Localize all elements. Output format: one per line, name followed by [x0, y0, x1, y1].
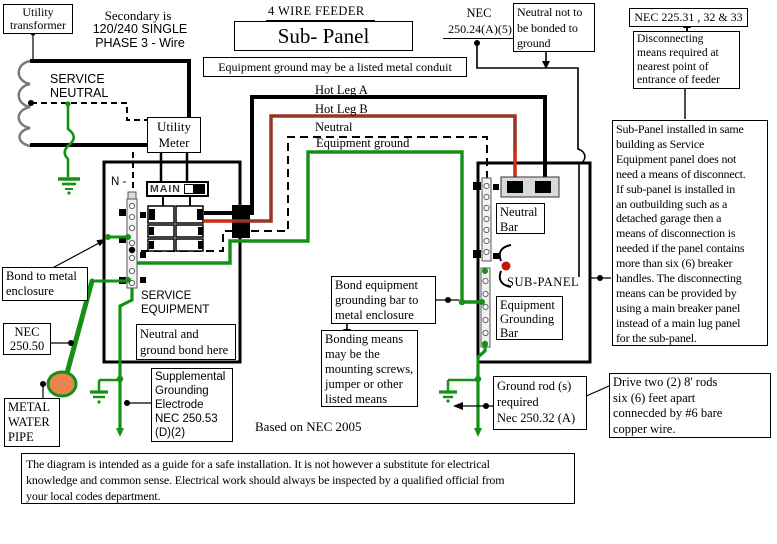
- supplemental-electrode-note: Supplemental Grounding Electrode NEC 250…: [151, 368, 233, 442]
- floating-neutral-wire: [474, 40, 586, 277]
- neutral-label: Neutral: [315, 120, 353, 134]
- branch-breakers: [147, 205, 204, 252]
- service-equipment-label: SERVICE EQUIPMENT: [141, 290, 210, 316]
- main-breaker-label: MAIN: [150, 183, 181, 195]
- bond-equipment-note: Bond equipment grounding bar to metal en…: [331, 276, 436, 324]
- insulator-dot: [501, 261, 511, 271]
- disclaimer-note: The diagram is intended as a guide for a…: [21, 453, 575, 504]
- equipment-ground-wire: [132, 150, 481, 304]
- service-grounding-electrode-wire: [90, 288, 134, 437]
- four-wire-feeder-label: 4 WIRE FEEDER: [266, 4, 375, 21]
- equipment-ground-label: Equipment ground: [316, 136, 410, 150]
- nec-250-50-ref: NEC 250.50: [3, 323, 51, 355]
- sub-neutral-bar: [473, 177, 499, 262]
- metal-water-pipe-shape: [46, 370, 78, 398]
- main-breaker-handle-on: [193, 184, 205, 194]
- utility-transformer-label: Utility transformer: [3, 4, 73, 34]
- sub-panel-disconnect-note: Sub-Panel installed in same building as …: [612, 120, 768, 346]
- neutral-n-label: N -: [111, 176, 127, 188]
- hot-leg-a-label: Hot Leg A: [315, 83, 368, 97]
- service-neutral-ground-bar: [119, 191, 146, 289]
- feeder-neutral-dashed-wire: [141, 136, 488, 252]
- nec-225-ref: NEC 225.31 , 32 & 33: [629, 8, 748, 27]
- hot-leg-b-label: Hot Leg B: [315, 102, 368, 116]
- main-breaker-leads: [162, 197, 191, 206]
- main-breaker-handle-off: [183, 184, 194, 194]
- left-arrow-icon: [453, 402, 463, 410]
- secondary-intro-label: Secondary is: [104, 8, 172, 23]
- down-arrow-icon: [542, 61, 550, 69]
- sub-panel-breaker: [500, 176, 560, 198]
- nec-250-24-ref: 250.24(A)(5): [443, 22, 517, 39]
- sub-grounding-bar: [458, 267, 491, 348]
- transformer-coil: [17, 59, 31, 148]
- service-drop-conductors: [30, 59, 191, 181]
- hot-leg-a-wire: [204, 95, 547, 215]
- sub-grounding-electrode-wire: [439, 345, 487, 437]
- neutral-bar-label: Neutral Bar: [496, 203, 545, 234]
- equipment-ground-conduit-note: Equipment ground may be a listed metal c…: [203, 57, 467, 77]
- hot-leg-b-wire: [204, 114, 517, 223]
- sub-panel-title: Sub- Panel: [234, 21, 413, 51]
- bonding-means-note: Bonding means may be the mounting screws…: [321, 330, 418, 407]
- service-neutral-dashed-wire: [28, 100, 147, 198]
- service-neutral-label: SERVICE NEUTRAL: [50, 72, 109, 100]
- equipment-grounding-bar-label: Equipment Grounding Bar: [496, 296, 563, 340]
- metal-water-pipe-label: METAL WATER PIPE: [4, 398, 60, 447]
- disconnecting-means-note: Disconnecting means required at nearest …: [633, 31, 740, 89]
- service-panel-enclosure: [102, 160, 242, 364]
- bond-jumper-wires: [92, 234, 131, 283]
- main-breaker: MAIN: [146, 181, 209, 197]
- ground-rod-note: Ground rod (s) required Nec 250.32 (A): [493, 376, 587, 430]
- isolated-neutral-bracket: [498, 244, 512, 288]
- drive-rods-note: Drive two (2) 8' rods six (6) feet apart…: [609, 373, 771, 438]
- sub-panel-enclosure: [476, 161, 592, 364]
- utility-meter-label: Utility Meter: [147, 117, 201, 153]
- secondary-spec-label: 120/240 SINGLE PHASE 3 - Wire: [92, 22, 188, 50]
- neutral-not-bonded-note: Neutral not to be bonded to ground: [513, 3, 595, 52]
- arrow-head-icon: [96, 239, 106, 247]
- bond-to-metal-note: Bond to metal enclosure: [2, 267, 88, 301]
- sub-panel-label: SUB-PANEL: [507, 275, 580, 289]
- nec-250-24-title: NEC: [466, 6, 492, 20]
- based-on-label: Based on NEC 2005: [255, 419, 362, 434]
- neutral-ground-bond-note: Neutral and ground bond here: [136, 324, 236, 360]
- transformer-ground-wire: [58, 101, 80, 195]
